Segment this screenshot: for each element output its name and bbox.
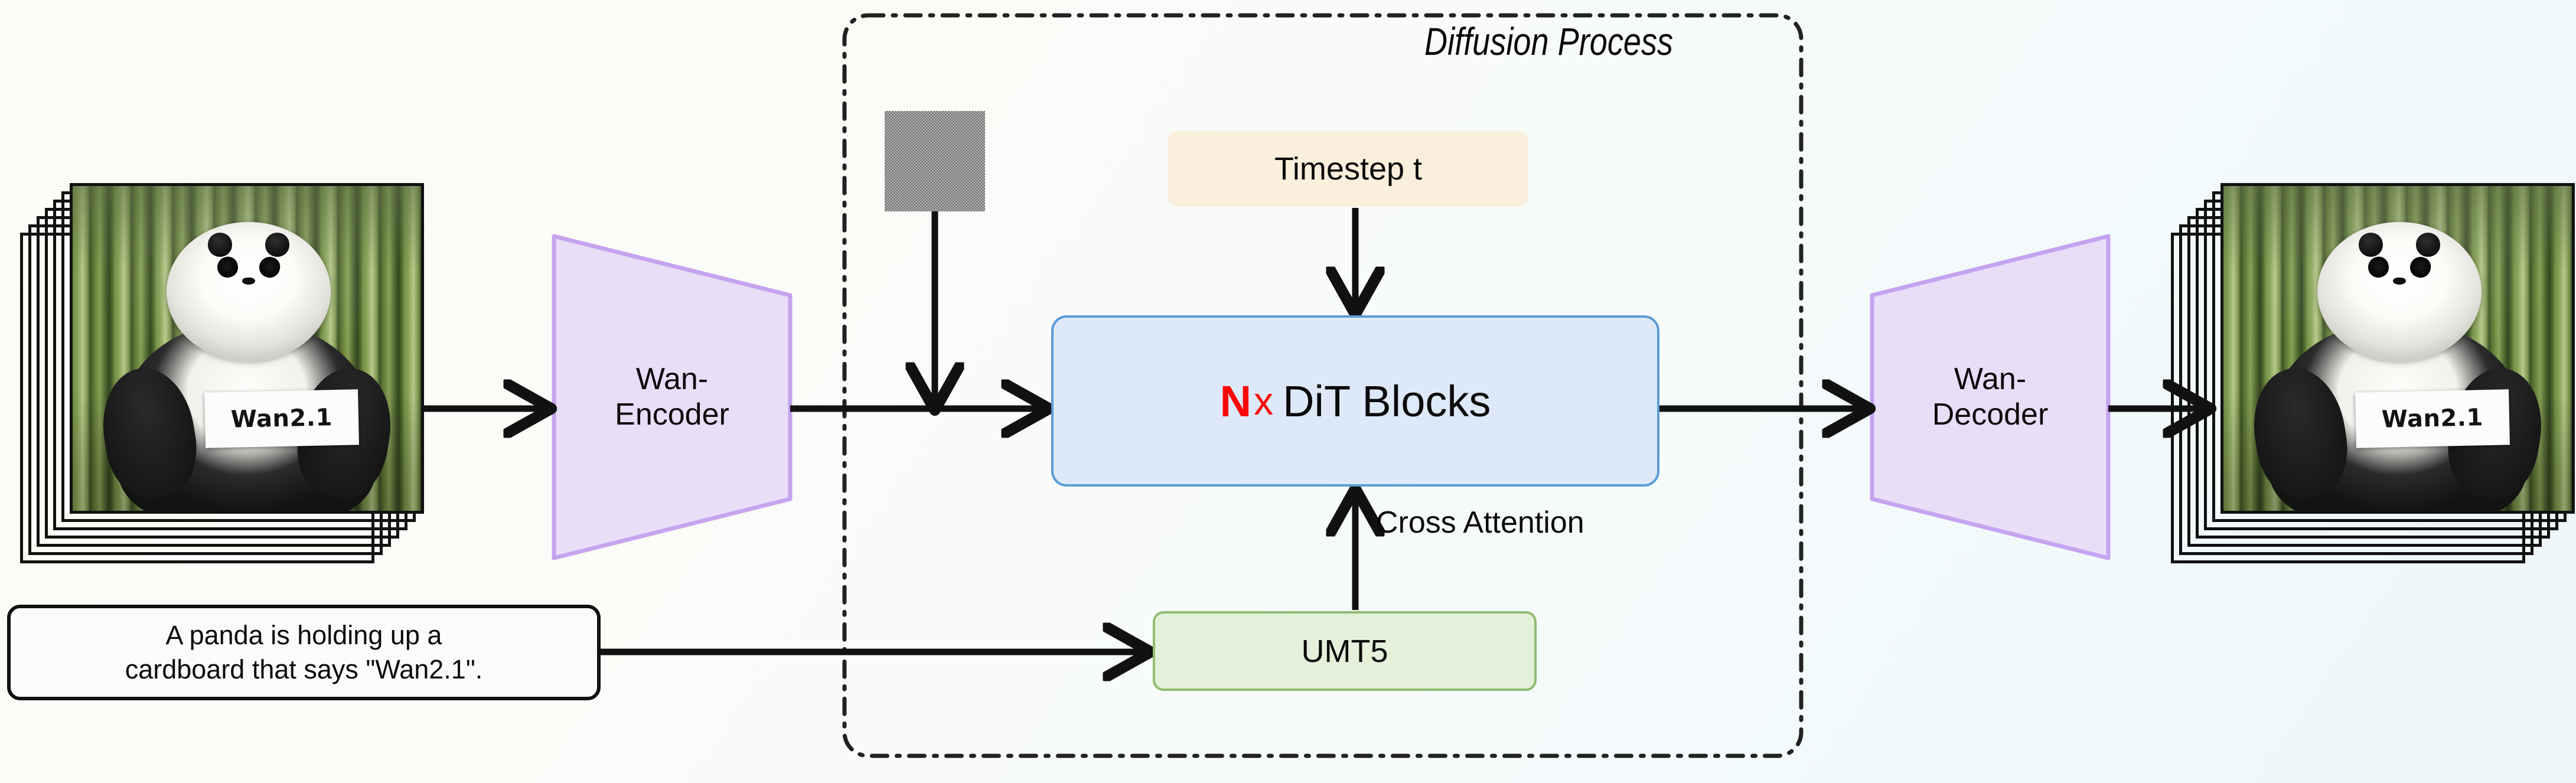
panda-artwork: Wan2.1: [2223, 186, 2572, 511]
umt5-label: UMT5: [1301, 633, 1388, 669]
wan-decoder-node[interactable]: Wan- Decoder: [1872, 236, 2108, 558]
output-video-frame-stack[interactable]: Wan2.1: [2171, 183, 2576, 573]
diffusion-process-label: Diffusion Process: [1424, 19, 1674, 63]
wan-encoder-node[interactable]: Wan- Encoder: [554, 236, 790, 558]
noise-latent-patch: [885, 111, 985, 211]
encoder-label-line-1: Wan-: [635, 361, 709, 396]
encoder-label-line-2: Encoder: [615, 397, 729, 432]
panda-sign: Wan2.1: [2355, 389, 2510, 448]
panda-sign-text: Wan2.1: [230, 403, 333, 433]
diffusion-process-container: [842, 13, 1804, 758]
panda-artwork: Wan2.1: [73, 186, 421, 511]
panda-sign-text: Wan2.1: [2381, 403, 2484, 433]
frame-sheet: Wan2.1: [2220, 183, 2575, 514]
dit-blocks-node[interactable]: N x DiT Blocks: [1051, 315, 1659, 487]
dit-multiply-icon: x: [1254, 379, 1274, 423]
timestep-node[interactable]: Timestep t: [1168, 131, 1528, 207]
prompt-line-2: cardboard that says "Wan2.1".: [125, 654, 483, 684]
dit-repeat-count: N: [1219, 376, 1252, 426]
wan-encoder-shape[interactable]: [552, 234, 793, 560]
decoder-label-line-2: Decoder: [1932, 397, 2049, 432]
umt5-text-encoder-node[interactable]: UMT5: [1153, 611, 1537, 691]
frame-sheet: Wan2.1: [70, 183, 424, 514]
text-prompt-box[interactable]: A panda is holding up a cardboard that s…: [7, 605, 601, 700]
prompt-line-1: A panda is holding up a: [165, 620, 442, 651]
panda-sign: Wan2.1: [204, 389, 359, 448]
timestep-label: Timestep t: [1274, 151, 1423, 187]
dit-blocks-label: DiT Blocks: [1283, 376, 1491, 426]
cross-attention-label: Cross Attention: [1376, 505, 1584, 540]
input-video-frame-stack[interactable]: Wan2.1: [20, 183, 428, 573]
decoder-label-line-1: Wan-: [1954, 361, 2027, 396]
